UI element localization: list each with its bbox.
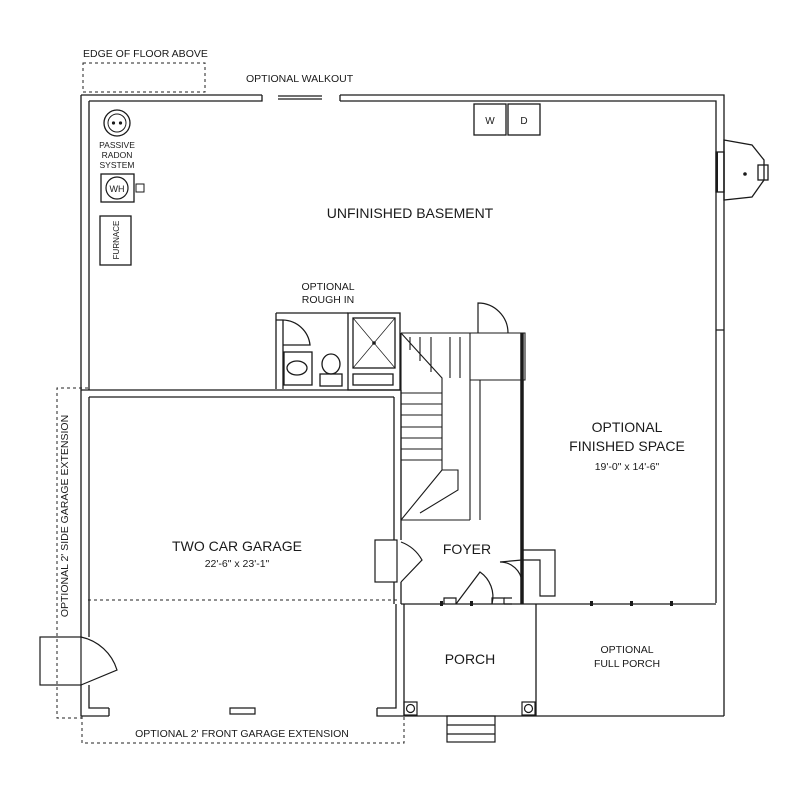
rough-in-label-2: ROUGH IN [302, 294, 355, 306]
front-garage-extension-label: OPTIONAL 2' FRONT GARAGE EXTENSION [135, 728, 349, 740]
porch-posts [403, 701, 536, 743]
side-garage-extension-outline [56, 387, 88, 719]
edge-of-floor-above-outline [82, 62, 206, 93]
unfinished-basement-label: UNFINISHED BASEMENT [327, 205, 494, 221]
radon-label-2: RADON [102, 150, 133, 160]
full-porch-label-1: OPTIONAL [600, 644, 653, 656]
exterior-meter [715, 139, 769, 201]
exterior-walls [80, 94, 725, 717]
full-porch-label-2: FULL PORCH [594, 658, 660, 670]
front-garage-extension-outline [81, 716, 405, 744]
radon-label-3: SYSTEM [100, 160, 135, 170]
finished-space-label-2: FINISHED SPACE [569, 438, 685, 454]
finished-space-dims: 19'-0" x 14'-6" [595, 461, 660, 473]
stairs [400, 332, 526, 521]
window-marks [440, 152, 718, 606]
water-heater [100, 173, 145, 203]
foyer-label: FOYER [443, 541, 491, 557]
edge-of-floor-above-label: EDGE OF FLOOR ABOVE [83, 48, 208, 60]
doors [39, 302, 556, 715]
radon-label-1: PASSIVE [99, 140, 135, 150]
rough-in-label-1: OPTIONAL [301, 281, 354, 293]
finished-space-label-1: OPTIONAL [592, 419, 663, 435]
furnace [99, 215, 132, 266]
optional-walkout-label: OPTIONAL WALKOUT [246, 73, 354, 85]
side-garage-extension-label: OPTIONAL 2' SIDE GARAGE EXTENSION [59, 415, 71, 617]
water-heater-label: WH [110, 184, 125, 194]
garage-label: TWO CAR GARAGE [172, 538, 302, 554]
dryer-label: D [520, 116, 527, 127]
garage-dims: 22'-6" x 23'-1" [205, 558, 270, 570]
furnace-label: FURNACE [112, 221, 121, 260]
radon-system [103, 109, 131, 137]
washer-dryer [473, 103, 541, 136]
meter-dot [743, 172, 747, 176]
shower-drain [372, 341, 376, 345]
washer-label: W [485, 116, 495, 127]
porch-label: PORCH [445, 651, 496, 667]
rough-in-bath [275, 312, 401, 391]
